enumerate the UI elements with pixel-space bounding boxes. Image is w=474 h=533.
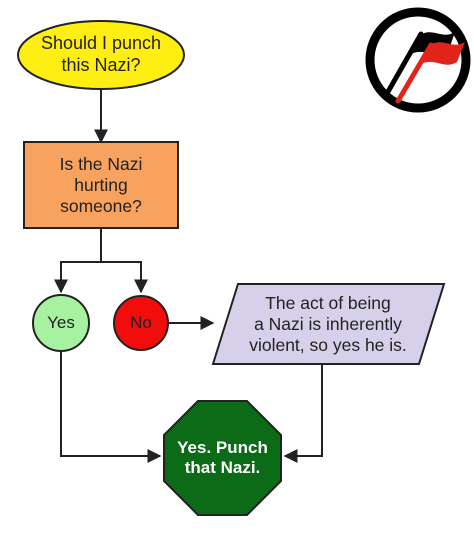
start-text: Should I punch this Nazi? (40, 33, 162, 75)
arrow-question-to-no (101, 261, 148, 294)
arrow-statement-to-result (283, 364, 323, 463)
arrow-question-to-yes (54, 228, 102, 294)
yes-text: Yes (47, 312, 75, 332)
statement-node (211, 283, 446, 365)
result-text: Yes. Punch that Nazi. (177, 437, 268, 477)
connectors (54, 88, 323, 463)
question-text: Is the Nazi hurting someone? (59, 153, 143, 216)
antifa-flags-logo (365, 7, 471, 113)
result-node (163, 400, 282, 516)
statement-text: The act of being a Nazi is inherently vi… (249, 292, 407, 355)
no-text: No (130, 312, 152, 332)
yes-node (32, 294, 90, 352)
no-node (113, 295, 169, 351)
start-node (17, 20, 185, 90)
arrow-yes-to-result (60, 350, 162, 463)
question-node (23, 141, 179, 229)
